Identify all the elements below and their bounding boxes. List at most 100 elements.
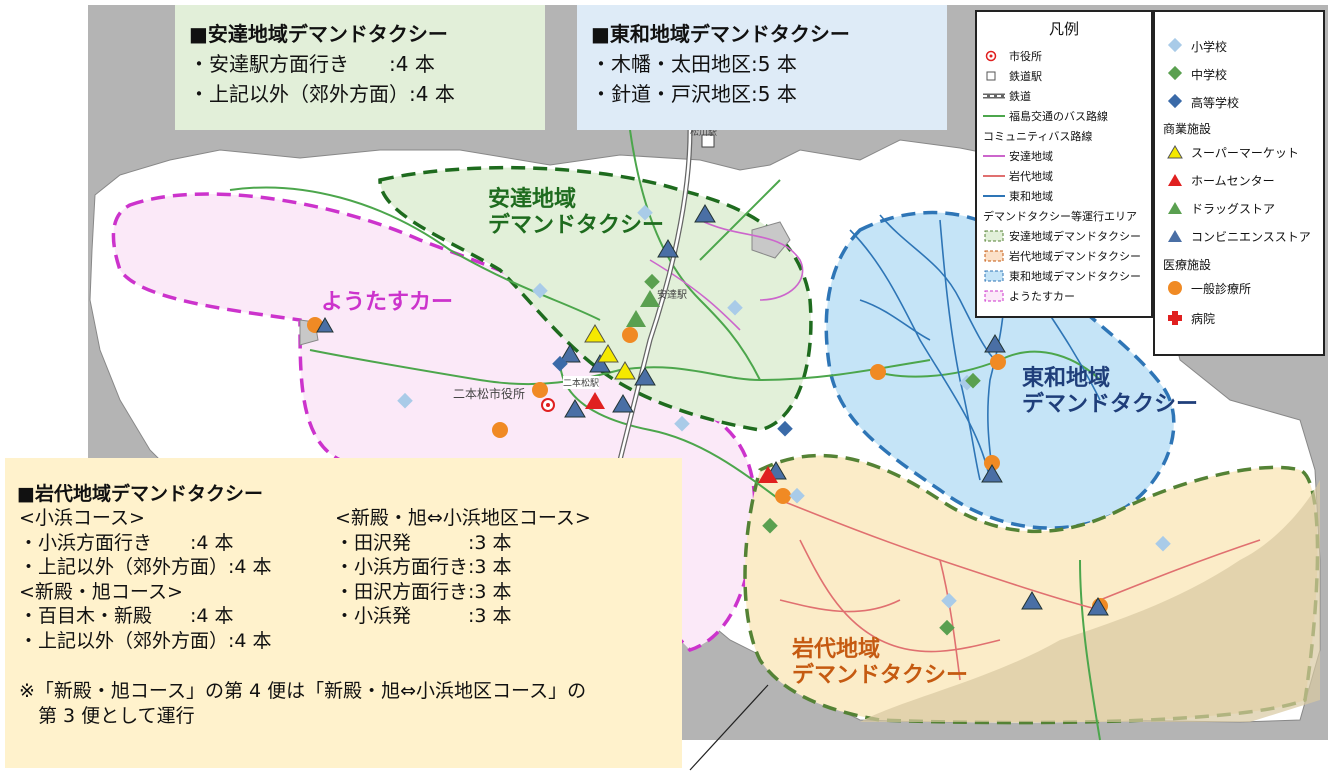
- legend-commercial-head: 商業施設: [1163, 122, 1212, 136]
- supermarket-icon: [1167, 145, 1183, 159]
- elementary-school-icon: [1167, 38, 1183, 53]
- railway: [617, 129, 693, 461]
- youtasu-area-label: ようたすカー: [321, 290, 454, 315]
- iwashiro-line: ・上記以外（郊外方面）:4 本: [19, 556, 272, 579]
- legend-medical-head: 医療施設: [1163, 258, 1212, 272]
- iwashiro-line: <新殿・旭⇔小浜地区コース>: [335, 507, 591, 529]
- area-swatch-icon: [984, 230, 1004, 242]
- legend-area-youtasu: ようたすカー: [983, 288, 1075, 304]
- legend-label: 東和地域: [1009, 190, 1053, 203]
- convenience-store-icon: [1168, 230, 1182, 242]
- nihonmatsu-station-label: 二本松駅: [563, 376, 600, 389]
- adachi-area: [378, 165, 813, 432]
- legend-label: スーパーマーケット: [1191, 145, 1299, 160]
- bus-line-icon: [983, 175, 1005, 177]
- high-school-icon: [1167, 94, 1183, 109]
- towa-info-box: ■東和地域デマンドタクシー ・木幡・太田地区:5 本 ・針道・戸沢地区:5 本: [577, 5, 947, 130]
- legend-label: 高等学校: [1191, 95, 1240, 110]
- towa-info-line: ・木幡・太田地区:5 本: [591, 52, 797, 76]
- fukushima-bus-routes: [229, 129, 1101, 741]
- legend-junior-high: 中学校: [1165, 66, 1227, 82]
- legend-supermarket: スーパーマーケット: [1165, 144, 1299, 160]
- iwashiro-line: <新殿・旭コース>: [19, 580, 183, 603]
- home-center-icon: [1168, 174, 1182, 186]
- iwashiro-line: ・百目木・新殿 :4 本: [19, 605, 234, 628]
- facility-markers: [307, 204, 1171, 636]
- legend-high-school: 高等学校: [1165, 94, 1239, 110]
- towa-info-line: ・針道・戸沢地区:5 本: [591, 82, 797, 106]
- legend-label: 鉄道: [1009, 90, 1031, 103]
- legend-label: 安達地域: [1009, 150, 1053, 163]
- iwashiro-note-line: 第 3 便として運行: [19, 704, 195, 727]
- iwashiro-right-column: <新殿・旭⇔小浜地区コース> ・田沢発 :3 本 ・小浜方面行き:3 本 ・田沢…: [335, 506, 591, 629]
- legend-label: ホームセンター: [1191, 173, 1275, 188]
- legend-label: 一般診療所: [1191, 281, 1252, 296]
- station-icon: [986, 71, 996, 81]
- towa-area-label: 東和地域 デマンドタクシー: [1022, 366, 1199, 417]
- iwashiro-note: ※「新殿・旭コース」の第 4 便は「新殿・旭⇔小浜地区コース」の 第 3 便とし…: [19, 679, 669, 728]
- iwashiro-line: ・小浜方面行き:3 本: [335, 556, 512, 579]
- matsukawa-station-label: 松川駅: [690, 128, 718, 138]
- bus-line-icon: [983, 115, 1005, 117]
- legend-label: 福島交通のバス路線: [1009, 110, 1108, 123]
- area-swatch-icon: [984, 290, 1004, 302]
- adachi-area-label: 安達地域 デマンドタクシー: [488, 187, 665, 238]
- iwashiro-line: <小浜コース>: [19, 507, 145, 529]
- legend-home-center: ホームセンター: [1165, 172, 1275, 188]
- legend-label: コンビニエンスストア: [1191, 229, 1311, 244]
- station-marker: [701, 134, 715, 148]
- legend-fukushima-bus: 福島交通のバス路線: [983, 108, 1108, 124]
- area-swatch-icon: [984, 270, 1004, 282]
- legend-area-towa: 東和地域デマンドタクシー: [983, 268, 1141, 284]
- legend-clinic: 一般診療所: [1165, 280, 1251, 296]
- legend-bus-adachi: 安達地域: [983, 148, 1053, 164]
- iwashiro-line: ・上記以外（郊外方面）:4 本: [19, 629, 272, 652]
- city-hall-icon: [985, 50, 997, 62]
- legend-city-hall: 市役所: [983, 48, 1042, 64]
- legend-label: ようたすカー: [1009, 290, 1075, 303]
- adachi-info-box: ■安達地域デマンドタクシー ・安達駅方面行き :4 本 ・上記以外（郊外方面）:…: [175, 5, 545, 130]
- pointer-line: [689, 684, 769, 771]
- area-swatch-icon: [984, 250, 1004, 262]
- bus-line-icon: [983, 195, 1005, 197]
- iwashiro-mountain-area: [860, 480, 1320, 722]
- iwashiro-bus-routes: [779, 499, 1261, 681]
- adachi-info-line: ・安達駅方面行き :4 本: [189, 52, 435, 76]
- legend-bus-iwashiro: 岩代地域: [983, 168, 1053, 184]
- legend-panel: 凡例 市役所 鉄道駅 鉄道 福島交通のバス路線 コミュニティバス路線 安達地域 …: [975, 10, 1153, 318]
- iwashiro-info-box: ■岩代地域デマンドタクシー <小浜コース> ・小浜方面行き :4 本 ・上記以外…: [5, 458, 682, 768]
- city-hall-marker: [541, 398, 555, 412]
- legend-label: ドラッグストア: [1191, 201, 1276, 216]
- iwashiro-info-title: ■岩代地域デマンドタクシー: [17, 483, 263, 505]
- legend-title: 凡例: [1048, 20, 1079, 38]
- iwashiro-area-label: 岩代地域 デマンドタクシー: [792, 637, 969, 688]
- adachi-bus-routes: [649, 219, 804, 331]
- legend-bus-towa: 東和地域: [983, 188, 1053, 204]
- legend-label: 東和地域デマンドタクシー: [1009, 270, 1141, 283]
- iwashiro-left-column: <小浜コース> ・小浜方面行き :4 本 ・上記以外（郊外方面）:4 本 <新殿…: [19, 506, 272, 654]
- legend-elementary: 小学校: [1165, 38, 1227, 54]
- railway-icon: [983, 93, 1005, 99]
- legend-convenience: コンビニエンスストア: [1165, 228, 1311, 244]
- hospital-cross-icon: [1168, 311, 1182, 325]
- legend-label: 鉄道駅: [1009, 70, 1042, 83]
- iwashiro-line: ・田沢方面行き:3 本: [335, 580, 512, 603]
- legend-label: 病院: [1191, 311, 1216, 326]
- junior-high-school-icon: [1167, 66, 1183, 81]
- legend-area-iwashiro: 岩代地域デマンドタクシー: [983, 248, 1141, 264]
- drugstore-icon: [1168, 202, 1182, 214]
- bus-line-icon: [983, 155, 1005, 157]
- legend-community-bus-head: コミュニティバス路線: [983, 130, 1093, 143]
- towa-info-title: ■東和地域デマンドタクシー: [591, 22, 850, 46]
- iwashiro-line: ・田沢発 :3 本: [335, 531, 512, 554]
- clinic-icon: [1168, 281, 1182, 295]
- iwashiro-note-line: ※「新殿・旭コース」の第 4 便は「新殿・旭⇔小浜地区コース」の: [19, 680, 587, 702]
- adachi-station-label: 安達駅: [657, 290, 687, 301]
- legend-railway: 鉄道: [983, 88, 1031, 104]
- legend-label: 安達地域デマンドタクシー: [1009, 230, 1141, 243]
- legend-label: 岩代地域デマンドタクシー: [1009, 250, 1141, 263]
- iwashiro-line: ・小浜発 :3 本: [335, 605, 512, 628]
- legend-station: 鉄道駅: [983, 68, 1042, 84]
- legend-panel-facilities: 小学校 中学校 高等学校 商業施設 スーパーマーケット ホームセンター ドラッグ…: [1153, 10, 1325, 356]
- city-hall-label: 二本松市役所: [453, 387, 526, 401]
